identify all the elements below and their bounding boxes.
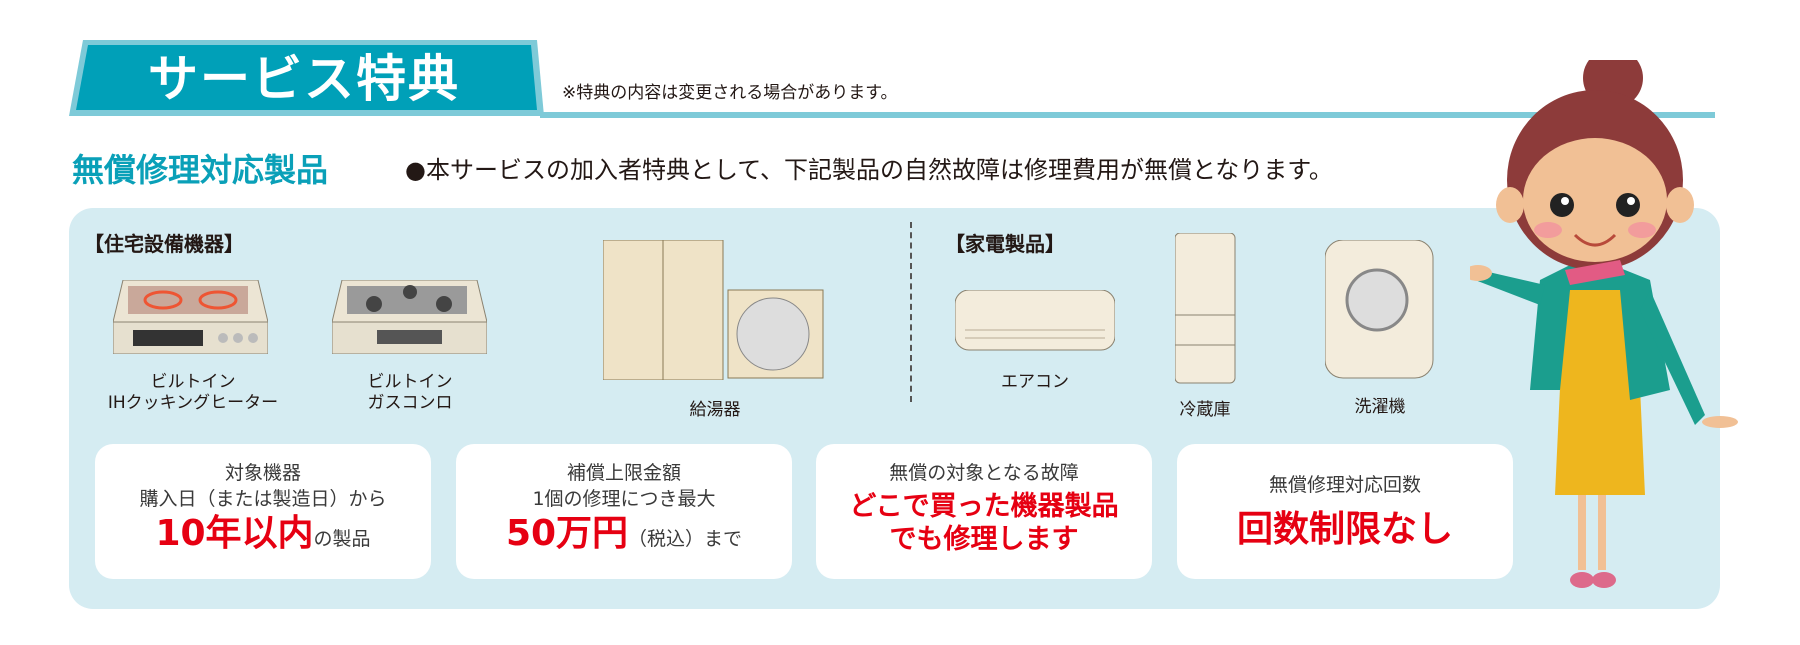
gas-stove-icon <box>332 280 487 354</box>
section-description: ●本サービスの加入者特典として、下記製品の自然故障は修理費用が無償となります。 <box>405 156 1333 184</box>
category-housing: 【住宅設備機器】 <box>84 232 244 256</box>
air-conditioner-icon <box>955 290 1115 351</box>
product-label-washer: 洗濯機 <box>1354 397 1406 417</box>
header-rule <box>540 112 1715 118</box>
product-label-fridge: 冷蔵庫 <box>1179 400 1231 420</box>
page-title: サービス特典 <box>148 50 460 108</box>
category-divider <box>910 222 912 402</box>
header-tab-shape <box>69 40 544 116</box>
product-label-gas: ビルトインガスコンロ <box>367 372 453 413</box>
category-appliances: 【家電製品】 <box>945 232 1065 256</box>
washing-machine-icon <box>1325 240 1434 379</box>
ih-cooktop-icon <box>113 280 268 354</box>
guide-character-illustration <box>1470 60 1738 588</box>
card-eligible-period: 対象機器購入日（または製造日）から 10年以内の製品 <box>95 444 431 579</box>
refrigerator-icon <box>1175 233 1236 384</box>
product-label-aircon: エアコン <box>1001 372 1069 392</box>
header-note: ※特典の内容は変更される場合があります。 <box>562 83 898 103</box>
card-repair-count: 無償修理対応回数 回数制限なし <box>1177 444 1513 579</box>
water-heater-icon <box>603 240 824 380</box>
section-title: 無償修理対応製品 <box>72 151 329 189</box>
product-label-water-heater: 給湯器 <box>689 400 741 420</box>
card-covered-failures: 無償の対象となる故障 どこで買った機器製品 でも修理します <box>816 444 1152 579</box>
